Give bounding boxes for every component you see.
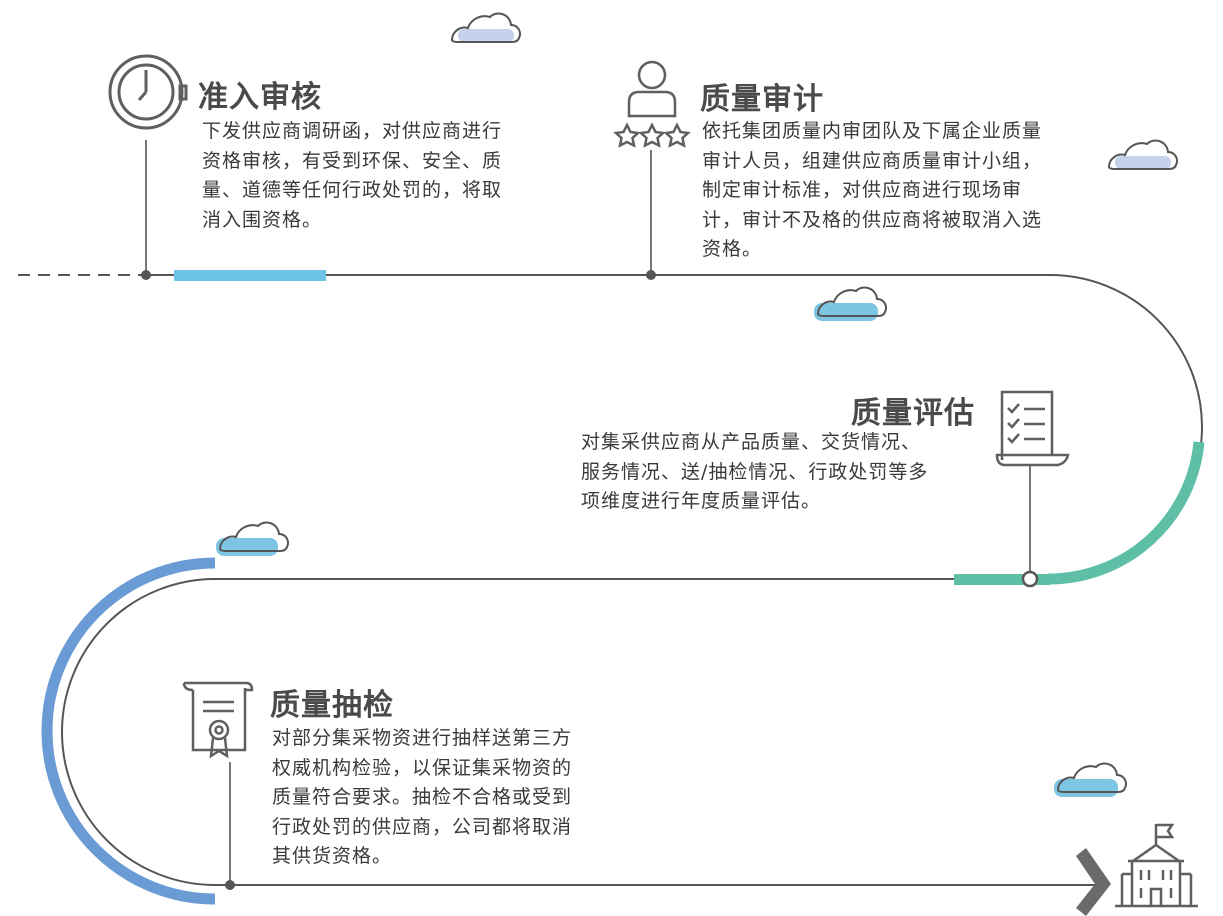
timeline-dot-2 [646,270,656,280]
step-2-line: 审计人员，组建供应商质量审计小组， [702,149,1043,172]
cloud-icon [814,286,888,321]
building-flag-icon [1115,823,1198,908]
accent-bar-blue [174,270,326,281]
arrow-chevron-icon [1076,848,1111,916]
step-2-line: 制定审计标准，对供应商进行现场审 [702,179,1023,201]
step-4-description: 对部分集采物资进行抽样送第三方 权威机构检验，以保证集采物资的 质量符合要求。抽… [272,724,572,872]
step-3-title: 质量评估 [851,396,975,431]
step-4-title: 质量抽检 [270,688,394,723]
accent-bar-teal [954,574,1050,585]
accent-arc-blue [41,557,216,905]
step-4-line: 质量符合要求。抽检不合格或受到 [272,786,573,808]
step-2-description: 依托集团质量内审团队及下属企业质量 审计人员，组建供应商质量审计小组， 制定审计… [702,117,1042,265]
step-2-title: 质量审计 [700,82,824,117]
stopwatch-icon [108,54,188,130]
auditor-stars-icon [613,60,691,148]
step-4-line: 对部分集采物资进行抽样送第三方 [272,727,573,749]
step-1-line: 下发供应商调研函，对供应商进行 [202,120,503,142]
checklist-icon [995,390,1070,467]
step-2-line: 依托集团质量内审团队及下属企业质量 [702,120,1043,142]
step-1-title: 准入审核 [198,80,322,115]
step-1-line: 量、道德等任何行政处罚的，将取 [202,179,503,201]
step-1-line: 资格审核，有受到环保、安全、质 [202,149,503,172]
timeline-dot-1 [141,270,151,280]
cloud-icon [216,521,290,556]
step-3-line: 对集采供应商从产品质量、交货情况、 [581,431,922,453]
step-1-line: 消入围资格。 [202,208,323,231]
step-4-line: 其供货资格。 [272,845,393,867]
timeline-dot-4 [225,880,235,890]
step-3-description: 对集采供应商从产品质量、交货情况、 服务情况、送/抽检情况、行政处罚等多 项维度… [581,428,928,517]
step-1-description: 下发供应商调研函，对供应商进行 资格审核，有受到环保、安全、质 量、道德等任何行… [202,117,502,235]
cloud-icon [1054,762,1128,797]
step-3-line: 项维度进行年度质量评估。 [581,490,822,512]
cloud-icon [1108,139,1179,170]
cloud-icon [451,12,522,44]
certificate-icon [182,681,254,759]
step-4-line: 行政处罚的供应商，公司都将取消 [272,815,573,838]
accent-arc-teal [1047,441,1205,585]
step-2-line: 计，审计不及格的供应商将被取消入选 [702,208,1043,231]
step-2-line: 资格。 [702,238,763,260]
timeline-dot-3 [1021,570,1039,588]
step-4-line: 权威机构检验，以保证集采物资的 [272,756,573,779]
step-3-line: 服务情况、送/抽检情况、行政处罚等多 [581,460,929,483]
